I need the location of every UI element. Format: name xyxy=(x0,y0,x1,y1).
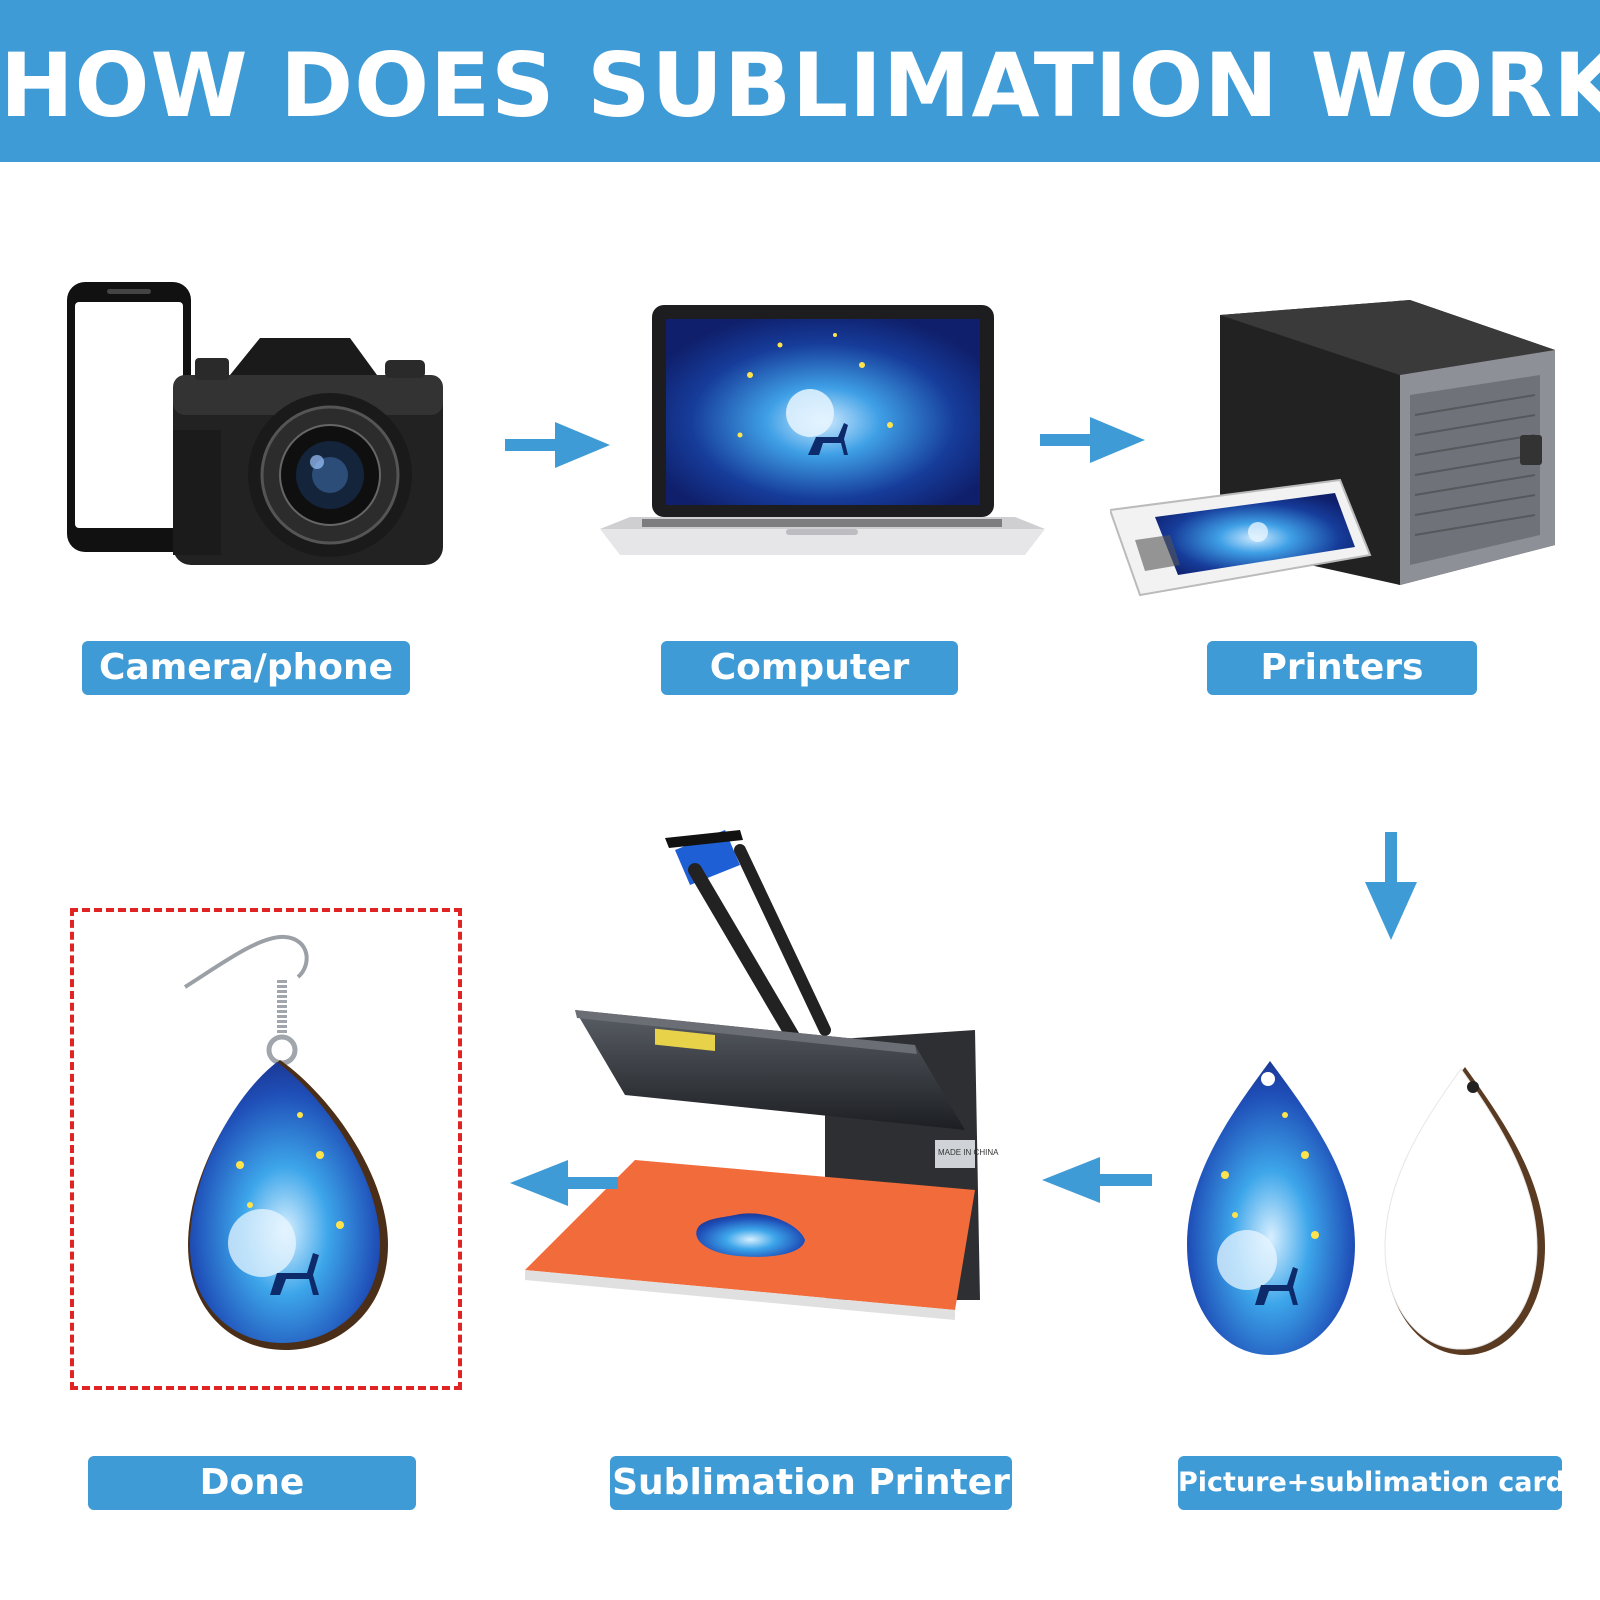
step-label-picture-sublimation-card: Picture+sublimation card xyxy=(1178,1456,1562,1510)
page-title: HOW DOES SUBLIMATION WORK xyxy=(0,34,1600,137)
step-label-camera-phone: Camera/phone xyxy=(82,641,410,695)
arrow-left-icon xyxy=(1042,1157,1152,1203)
teardrop-cards-icon xyxy=(1187,1061,1545,1355)
heat-press-icon: MADE IN CHINA xyxy=(525,830,999,1320)
arrow-right-icon xyxy=(505,422,610,468)
printer-icon xyxy=(1110,300,1555,597)
arrow-down-icon xyxy=(1365,832,1417,940)
arrow-right-icon xyxy=(1040,417,1145,463)
arrow-left-icon xyxy=(510,1160,618,1206)
title-banner xyxy=(0,0,1600,162)
step-label-done: Done xyxy=(88,1456,416,1510)
camera-phone-icon xyxy=(67,282,443,565)
press-panel-text: MADE IN CHINA xyxy=(938,1148,999,1157)
earring-icon xyxy=(183,934,388,1350)
laptop-icon xyxy=(600,305,1045,555)
step-label-computer: Computer xyxy=(661,641,958,695)
step-label-sublimation-printer: Sublimation Printer xyxy=(610,1456,1012,1510)
done-highlight-frame xyxy=(70,908,462,1390)
step-label-printers: Printers xyxy=(1207,641,1477,695)
